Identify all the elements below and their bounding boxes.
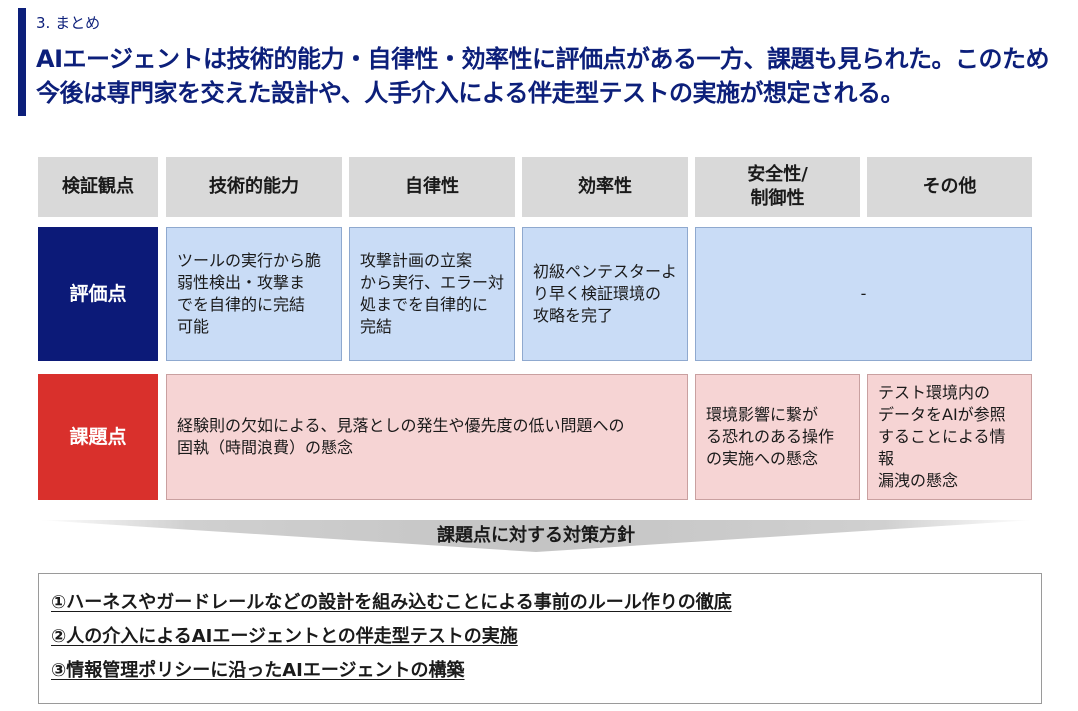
row-header-evaluation: 評価点 [38,227,158,361]
page-title: AIエージェントは技術的能力・自律性・効率性に評価点がある一方、課題も見られた。… [36,45,1050,107]
section-label: 3. まとめ [36,14,101,32]
header-efficiency: 効率性 [522,157,688,217]
header-autonomy: 自律性 [349,157,515,217]
policy-box: ①ハーネスやガードレールなどの設計を組み込むことによる事前のルール作りの徹底 ②… [38,573,1042,704]
eval-cell-technical: ツールの実行から脆 弱性検出・攻撃ま でを自律的に完結 可能 [166,227,342,361]
countermeasure-heading: 課題点に対する対策方針 [437,525,635,546]
eval-cell-safety-other: - [695,227,1032,361]
down-arrow-band [38,520,1034,552]
policy-item-2: ②人の介入によるAIエージェントとの伴走型テストの実施 [51,626,518,647]
header-technical-capability: 技術的能力 [166,157,342,217]
row-header-issues: 課題点 [38,374,158,500]
header-other: その他 [867,157,1032,217]
issue-cell-technical-autonomy-efficiency: 経験則の欠如による、見落としの発生や優先度の低い問題への 固執（時間浪費）の懸念 [166,374,688,500]
eval-cell-autonomy: 攻撃計画の立案 から実行、エラー対 処までを自律的に 完結 [349,227,515,361]
policy-item-1: ①ハーネスやガードレールなどの設計を組み込むことによる事前のルール作りの徹底 [51,592,732,613]
header-viewpoint: 検証観点 [38,157,158,217]
issue-cell-other: テスト環境内の データをAIが参照 することによる情報 漏洩の懸念 [867,374,1032,500]
eval-cell-efficiency: 初級ペンテスターよ り早く検証環境の 攻略を完了 [522,227,688,361]
policy-item-3: ③情報管理ポリシーに沿ったAIエージェントの構築 [51,660,465,681]
accent-bar [18,8,26,116]
issue-cell-safety: 環境影響に繋が る恐れのある操作 の実施への懸念 [695,374,860,500]
header-safety-control: 安全性/ 制御性 [695,157,860,217]
